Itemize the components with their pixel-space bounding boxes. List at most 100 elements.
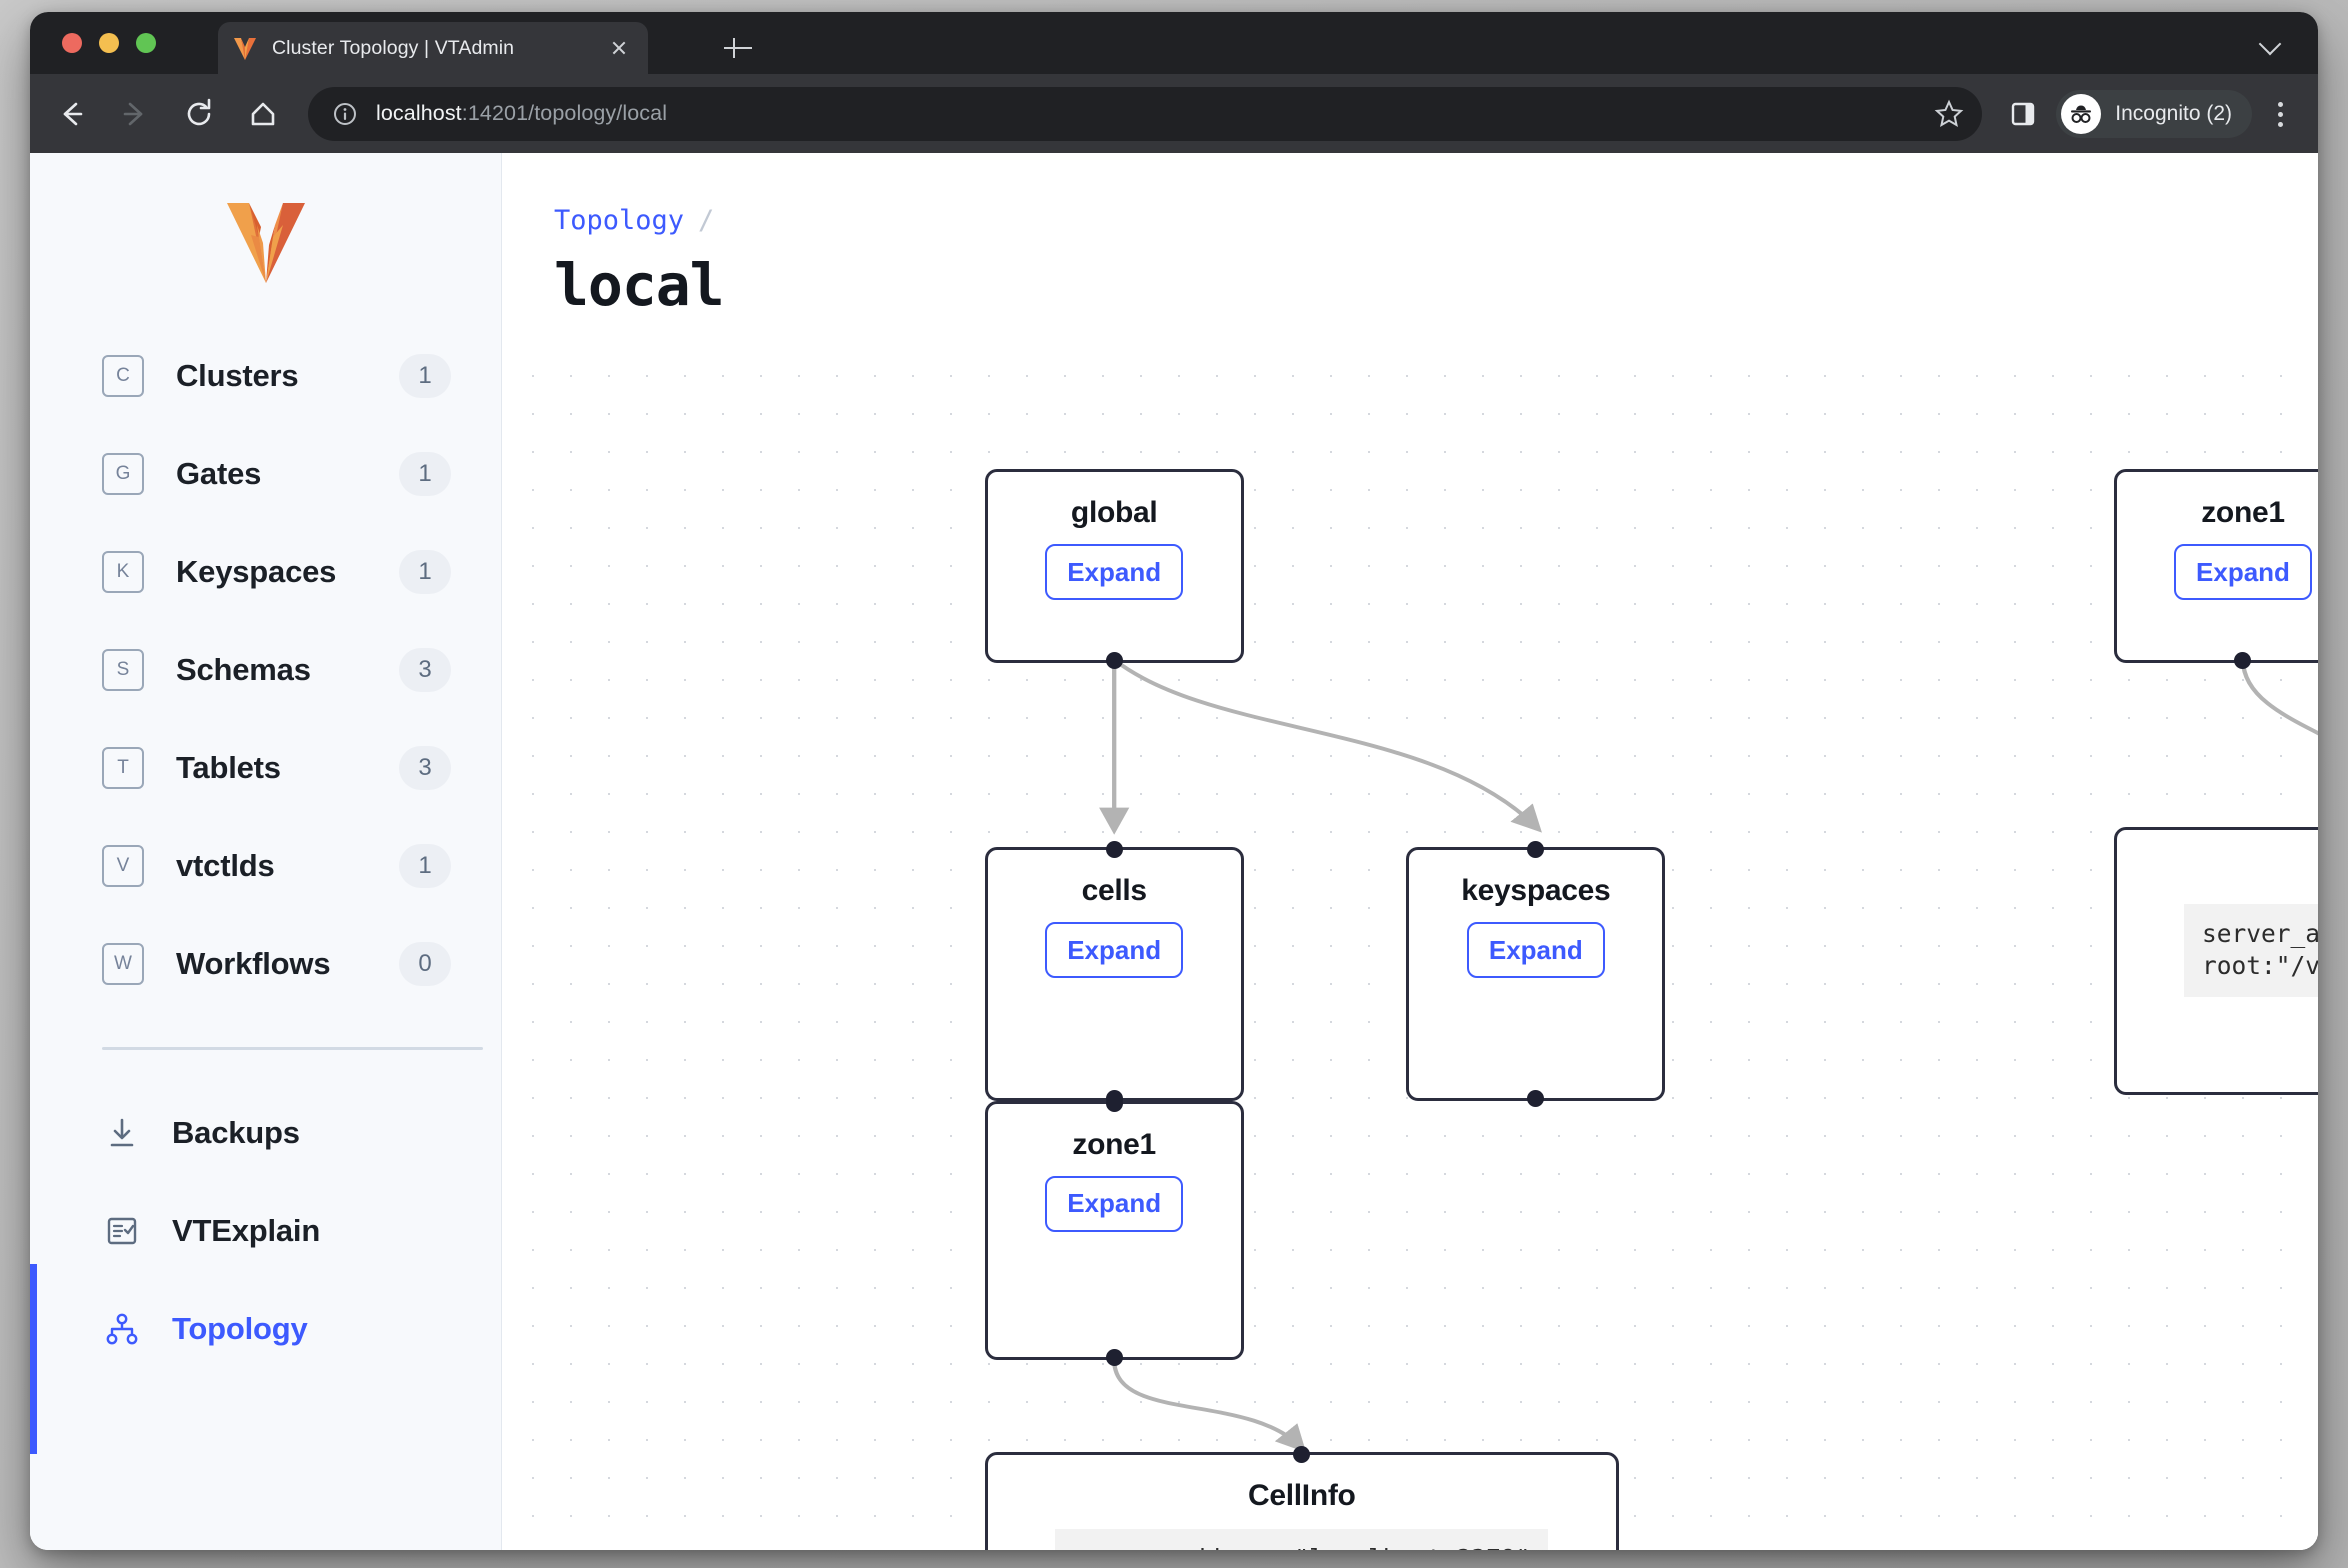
- topology-node-zone1-right[interactable]: zone1 Expand: [2113, 469, 2318, 669]
- edge-zone1-cellinfo-right: [2240, 659, 2318, 736]
- topology-node-cellinfo-right[interactable]: CellInfo server_address:"localhost:2379"…: [2113, 826, 2318, 1095]
- cellinfo-code-block: server_address:"localhost:2379" root:"/v…: [2183, 903, 2318, 997]
- close-window-button[interactable]: [62, 33, 82, 53]
- sidebar-item-gates[interactable]: G Gates 1: [30, 425, 501, 523]
- sidebar-logo[interactable]: [30, 153, 501, 327]
- node-title: cells: [1081, 874, 1148, 908]
- sidebar-item-label: Tablets: [176, 750, 281, 785]
- kebab-menu-icon[interactable]: [2258, 92, 2302, 136]
- sidebar-item-label: VTExplain: [172, 1213, 321, 1248]
- browser-toolbar: localhost:14201/topology/local: [30, 74, 2318, 153]
- maximize-window-button[interactable]: [136, 33, 156, 53]
- topology-node-cellinfo-left[interactable]: CellInfo server_address:"localhost:2379"…: [984, 1446, 1619, 1550]
- badge-icon: G: [102, 453, 144, 495]
- node-handle-bottom[interactable]: [1527, 1089, 1545, 1107]
- topology-graph-canvas[interactable]: global Expand cells Expand keysp: [502, 341, 2318, 1550]
- node-handle-top[interactable]: [1293, 1446, 1311, 1464]
- breadcrumb-separator: /: [698, 205, 715, 236]
- address-bar[interactable]: localhost:14201/topology/local: [308, 86, 1983, 141]
- toolbar-right-group: Incognito (2): [2000, 89, 2318, 138]
- sidebar-item-count: 1: [399, 550, 451, 594]
- download-icon: [102, 1113, 142, 1153]
- node-handle-bottom[interactable]: [2234, 651, 2252, 669]
- incognito-hat-glasses-icon: [2061, 93, 2102, 134]
- sidebar-item-keyspaces[interactable]: K Keyspaces 1: [30, 523, 501, 621]
- expand-button[interactable]: Expand: [2173, 544, 2312, 600]
- node-handle-bottom[interactable]: [1105, 1349, 1123, 1366]
- browser-window: Cluster Topology | VTAdmin: [30, 12, 2318, 1550]
- reload-icon[interactable]: [176, 91, 222, 137]
- breadcrumb-link-topology[interactable]: Topology: [554, 205, 685, 236]
- topology-node-keyspaces[interactable]: keyspaces Expand: [1406, 841, 1666, 1107]
- home-icon[interactable]: [240, 91, 286, 137]
- page-title: local: [554, 251, 725, 319]
- sidebar-item-topology[interactable]: Topology: [30, 1264, 501, 1454]
- chevron-down-icon[interactable]: [2260, 34, 2282, 56]
- expand-button[interactable]: Expand: [1045, 922, 1184, 979]
- sidebar-item-label: Backups: [172, 1115, 300, 1150]
- sidebar-item-label: Keyspaces: [176, 554, 337, 589]
- sidebar-item-clusters[interactable]: C Clusters 1: [30, 327, 501, 425]
- sidebar-item-schemas[interactable]: S Schemas 3: [30, 621, 501, 719]
- node-handle-top[interactable]: [1105, 1094, 1123, 1112]
- checklist-icon: [102, 1211, 142, 1251]
- url-path: :14201/topology/local: [461, 101, 668, 125]
- info-circle-icon[interactable]: [332, 101, 358, 127]
- badge-icon: S: [102, 649, 144, 691]
- sidebar-item-count: 1: [399, 452, 451, 496]
- badge-icon: V: [102, 845, 144, 887]
- expand-button[interactable]: Expand: [1045, 1175, 1184, 1232]
- page-body: C Clusters 1 G Gates 1 K Keyspaces 1: [30, 153, 2318, 1550]
- tab-title: Cluster Topology | VTAdmin: [272, 36, 515, 59]
- sidebar-item-count: 3: [399, 746, 451, 790]
- browser-tab[interactable]: Cluster Topology | VTAdmin: [218, 22, 648, 74]
- tab-strip: Cluster Topology | VTAdmin: [30, 12, 2318, 74]
- node-handle-bottom[interactable]: [1105, 651, 1123, 669]
- window-traffic-lights: [62, 33, 156, 53]
- profile-button[interactable]: Incognito (2): [2056, 89, 2252, 138]
- arrow-left-icon[interactable]: [48, 91, 94, 137]
- sidebar: C Clusters 1 G Gates 1 K Keyspaces 1: [30, 153, 502, 1550]
- arrow-right-icon[interactable]: [112, 91, 158, 137]
- sidebar-item-label: Schemas: [176, 652, 311, 687]
- node-title: keyspaces: [1461, 874, 1611, 908]
- edge-global-keyspaces: [1112, 658, 1542, 833]
- sidebar-item-vtexplain[interactable]: VTExplain: [30, 1182, 501, 1280]
- sidebar-item-tablets[interactable]: T Tablets 3: [30, 719, 501, 817]
- sidebar-item-label: Topology: [172, 1311, 308, 1346]
- sidebar-item-count: 1: [399, 354, 451, 398]
- url-host: localhost: [376, 101, 462, 125]
- topology-node-cells[interactable]: cells Expand: [984, 841, 1244, 1107]
- star-icon[interactable]: [1932, 97, 1966, 131]
- topology-node-global[interactable]: global Expand: [984, 469, 1244, 669]
- node-title: zone1: [2201, 496, 2285, 529]
- sidebar-item-backups[interactable]: Backups: [30, 1084, 501, 1182]
- close-icon[interactable]: [604, 33, 634, 63]
- sidebar-item-workflows[interactable]: W Workflows 0: [30, 915, 501, 1013]
- expand-button[interactable]: Expand: [1045, 544, 1184, 600]
- sidebar-item-vtctlds[interactable]: V vtctlds 1: [30, 817, 501, 915]
- cellinfo-code-block: server_address:"localhost:2379" root:"/v…: [1055, 1529, 1549, 1550]
- primary-nav-list: C Clusters 1 G Gates 1 K Keyspaces 1: [30, 327, 501, 1013]
- side-panel-icon[interactable]: [2000, 91, 2046, 137]
- node-title: zone1: [1072, 1127, 1156, 1161]
- vitess-logo-icon: [226, 203, 305, 283]
- plus-icon[interactable]: [720, 30, 756, 66]
- node-handle-top[interactable]: [1527, 841, 1545, 859]
- expand-button[interactable]: Expand: [1466, 922, 1605, 979]
- minimize-window-button[interactable]: [99, 33, 119, 53]
- sidebar-item-label: Gates: [176, 456, 262, 491]
- node-title: CellInfo: [1247, 1479, 1356, 1513]
- node-handle-top[interactable]: [1105, 841, 1123, 859]
- sidebar-divider: [102, 1047, 483, 1050]
- badge-icon: K: [102, 551, 144, 593]
- badge-icon: T: [102, 747, 144, 789]
- topology-node-zone1-left[interactable]: zone1 Expand: [984, 1094, 1244, 1366]
- edge-zone1-cellinfo-left: [1112, 1359, 1307, 1453]
- main-content: Topology / local: [502, 153, 2318, 1550]
- sidebar-item-label: vtctlds: [176, 848, 275, 883]
- node-title: global: [1070, 496, 1158, 529]
- secondary-nav-list: Backups VTExplain: [30, 1084, 501, 1454]
- sidebar-item-count: 3: [399, 648, 451, 692]
